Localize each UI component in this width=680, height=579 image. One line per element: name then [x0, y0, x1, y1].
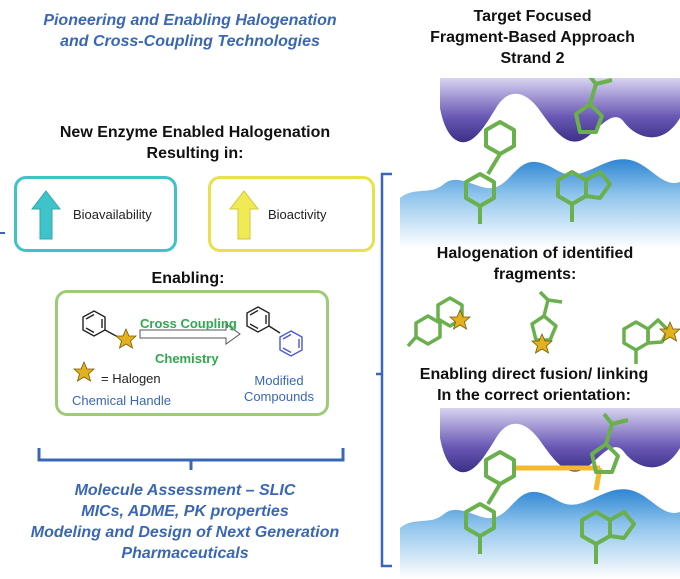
chemical-handle-label: Chemical Handle	[72, 393, 171, 408]
protein-pocket-top	[400, 78, 680, 248]
up-arrow-teal-icon	[31, 190, 61, 240]
bioavailability-box: Bioavailability	[14, 176, 177, 252]
fusion-line-1: Enabling direct fusion/ linking	[419, 366, 649, 383]
target-line-3: Strand 2	[500, 50, 565, 67]
modified-line-1: Modified	[254, 373, 304, 388]
halogen-star-reactant-icon	[114, 327, 138, 349]
halogenation-line-2: fragments:	[493, 266, 577, 283]
modified-compounds-label: Modified Compounds	[234, 373, 324, 405]
fusion-line-2: In the correct orientation:	[437, 387, 631, 404]
target-heading: Target Focused Fragment-Based Approach S…	[385, 6, 680, 69]
fragment-molecules-top	[464, 78, 613, 224]
left-edge-tick	[0, 232, 5, 234]
modified-line-2: Compounds	[243, 389, 315, 404]
enzyme-line-1: New Enzyme Enabled Halogenation	[59, 124, 331, 141]
fusion-heading: Enabling direct fusion/ linking In the c…	[388, 364, 680, 406]
chemistry-label: Chemistry	[155, 351, 219, 366]
bottom-brace	[37, 448, 345, 470]
benzene-reactant	[82, 310, 119, 338]
assessment-line-4: Pharmaceuticals	[121, 545, 249, 562]
halogen-legend-label: = Halogen	[101, 371, 161, 386]
biphenyl-product	[246, 306, 281, 334]
enzyme-line-2: Resulting in:	[146, 145, 244, 162]
halogen-star-legend-icon	[72, 360, 96, 382]
assessment-line-1: Molecule Assessment – SLIC	[74, 482, 296, 499]
halogenation-heading: Halogenation of identified fragments:	[390, 243, 680, 285]
linker	[514, 465, 603, 491]
header-title: Pioneering and Enabling Halogenation and…	[0, 10, 380, 52]
assessment-line-3: Modeling and Design of Next Generation	[30, 524, 340, 541]
blue-ring	[279, 330, 303, 357]
header-line-2: and Cross-Coupling Technologies	[60, 33, 320, 50]
assessment-text: Molecule Assessment – SLIC MICs, ADME, P…	[0, 480, 370, 564]
protein-pocket-bottom	[400, 408, 680, 579]
enabling-box: Cross Coupling Chemistry = Halogen Chemi…	[55, 290, 329, 416]
fragment-molecules-bottom	[464, 412, 636, 564]
header-line-1: Pioneering and Enabling Halogenation	[43, 12, 337, 29]
right-bracket	[376, 172, 392, 568]
halogenation-line-1: Halogenation of identified	[436, 245, 634, 262]
halogen-star-1-icon	[448, 308, 472, 330]
target-line-1: Target Focused	[473, 8, 592, 25]
halogen-star-3-icon	[658, 320, 680, 342]
target-line-2: Fragment-Based Approach	[430, 29, 635, 46]
assessment-line-2: MICs, ADME, PK properties	[81, 503, 289, 520]
up-arrow-yellow-icon	[229, 190, 259, 240]
halogenated-fragments	[406, 290, 680, 364]
cross-coupling-label: Cross Coupling	[140, 316, 237, 331]
halogen-star-2-icon	[530, 332, 554, 354]
enzyme-heading: New Enzyme Enabled Halogenation Resultin…	[10, 122, 380, 164]
enabling-title: Enabling:	[151, 270, 225, 287]
bioavailability-label: Bioavailability	[73, 207, 152, 222]
reaction-scheme	[72, 306, 303, 382]
bioactivity-box: Bioactivity	[208, 176, 375, 252]
bioactivity-label: Bioactivity	[268, 207, 327, 222]
reaction-arrow	[139, 323, 241, 345]
